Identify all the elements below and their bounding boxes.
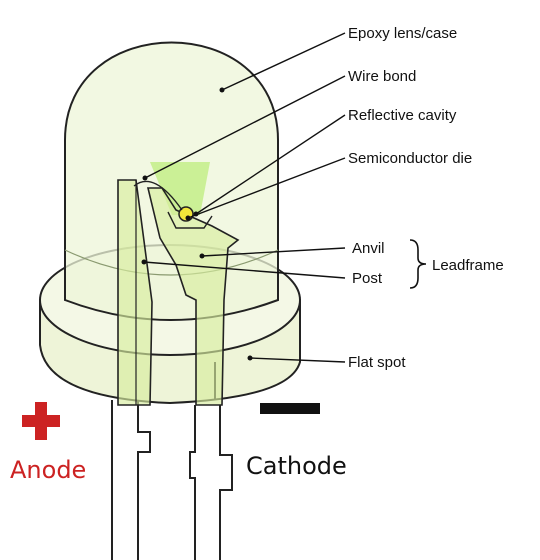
label-anvil: Anvil [352, 240, 385, 257]
leadframe-brace [410, 240, 426, 288]
label-flat-spot: Flat spot [348, 354, 406, 371]
anode-lead [112, 400, 150, 560]
anode-plus-icon [22, 402, 60, 440]
label-wire-bond: Wire bond [348, 68, 416, 85]
cathode-lead [190, 405, 232, 560]
label-semiconductor-die: Semiconductor die [348, 150, 472, 167]
label-epoxy-lens: Epoxy lens/case [348, 25, 457, 42]
cathode-label: Cathode [246, 452, 347, 480]
anode-label: Anode [10, 456, 86, 484]
cathode-minus-icon [260, 403, 320, 414]
label-post: Post [352, 270, 383, 287]
leads [112, 400, 232, 560]
label-reflective-cavity: Reflective cavity [348, 107, 457, 124]
label-leadframe: Leadframe [432, 257, 504, 274]
